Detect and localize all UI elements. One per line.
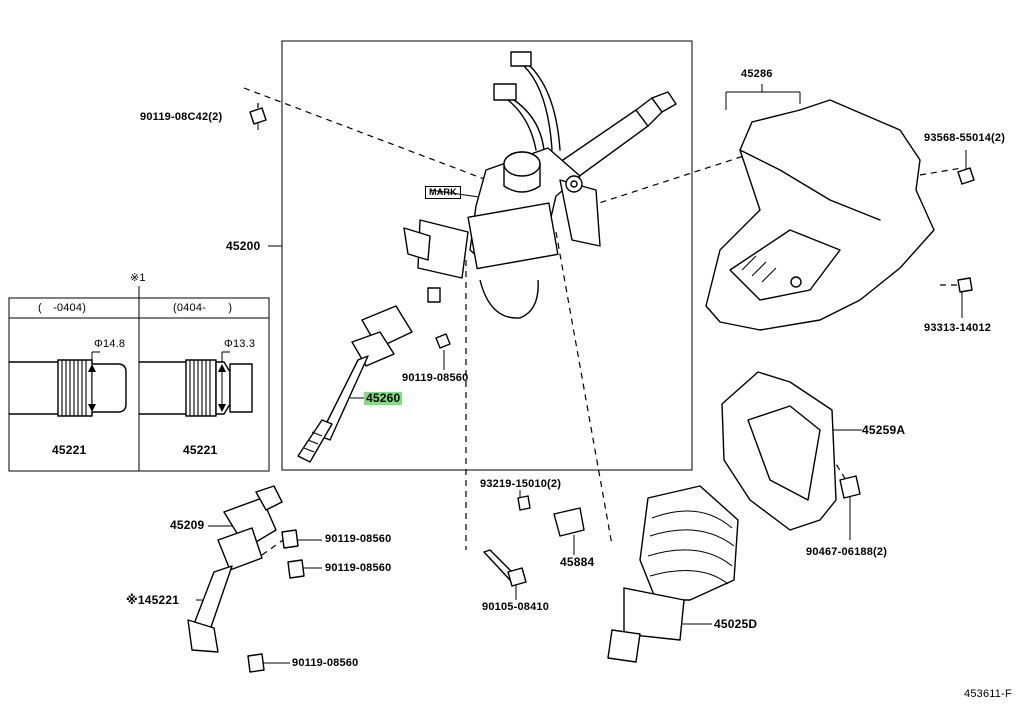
label-90467-06188: 90467-06188(2)	[806, 546, 888, 558]
label-145221: ※145221	[126, 593, 180, 607]
inset-left-part: 45221	[52, 443, 87, 457]
label-45884: 45884	[560, 555, 595, 569]
label-90119-08560-b: 90119-08560	[325, 533, 392, 545]
label-mark: MARK	[425, 186, 461, 199]
steering-boot-45025D	[607, 485, 739, 663]
inset-right-dimension: Φ13.3	[224, 338, 256, 350]
inset-right-part: 45221	[183, 443, 218, 457]
label-90119-08C42: 90119-08C42(2)	[140, 111, 223, 123]
inset-left-header: ( -0404)	[38, 302, 87, 314]
label-93313-14012: 93313-14012	[924, 322, 992, 334]
label-45259A: 45259A	[862, 423, 906, 437]
label-93568-55014: 93568-55014(2)	[924, 132, 1006, 144]
label-90119-08560-d: 90119-08560	[292, 657, 359, 669]
steering-column-drawing	[297, 51, 677, 463]
label-45209: 45209	[170, 518, 205, 532]
assembly-frame	[281, 40, 693, 471]
label-93219-15010: 93219-15010(2)	[480, 478, 562, 490]
bolts	[247, 107, 975, 673]
label-90119-08560-a: 90119-08560	[402, 372, 469, 384]
dashed-leaders	[243, 87, 963, 556]
inset-box	[8, 286, 270, 472]
universal-joint-45209	[187, 485, 283, 653]
column-cover-45286	[705, 99, 935, 331]
column-cover-45259A	[721, 371, 837, 531]
label-45260[interactable]: 45260	[364, 391, 403, 405]
label-45200: 45200	[226, 239, 261, 253]
label-90105-08410: 90105-08410	[482, 601, 550, 613]
label-45286: 45286	[741, 68, 773, 80]
inset-right-header: (0404- )	[173, 302, 233, 314]
diagram-code: 453611-F	[964, 688, 1012, 700]
label-note: ※1	[130, 272, 146, 284]
inset-left-dimension: Φ14.8	[94, 338, 126, 350]
label-90119-08560-c: 90119-08560	[325, 562, 392, 574]
label-45025D: 45025D	[714, 617, 758, 631]
